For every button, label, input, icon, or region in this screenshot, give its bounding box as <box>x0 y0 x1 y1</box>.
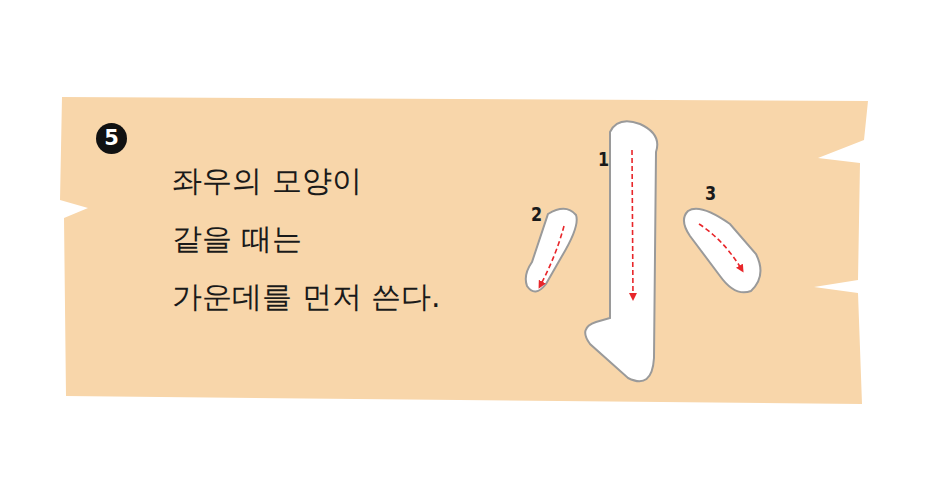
rule-text: 좌우의 모양이 <box>172 163 362 199</box>
stroke-order-number: 1 <box>598 148 609 170</box>
circled-number: 5 <box>96 123 127 154</box>
stroke-order-number: 2 <box>531 203 542 225</box>
stroke-vertical-hook <box>585 121 657 381</box>
wood-board <box>60 97 868 404</box>
rule-text: 가운데를 먼저 쓴다. <box>172 279 441 315</box>
direction-arrow <box>540 226 564 286</box>
stroke-right-dot <box>684 209 761 293</box>
rule-text: 같을 때는 <box>172 221 302 257</box>
step-number: 5 <box>104 128 119 149</box>
direction-arrow <box>699 224 742 270</box>
direction-arrow <box>632 150 633 298</box>
stroke-order-number: 3 <box>705 182 716 204</box>
